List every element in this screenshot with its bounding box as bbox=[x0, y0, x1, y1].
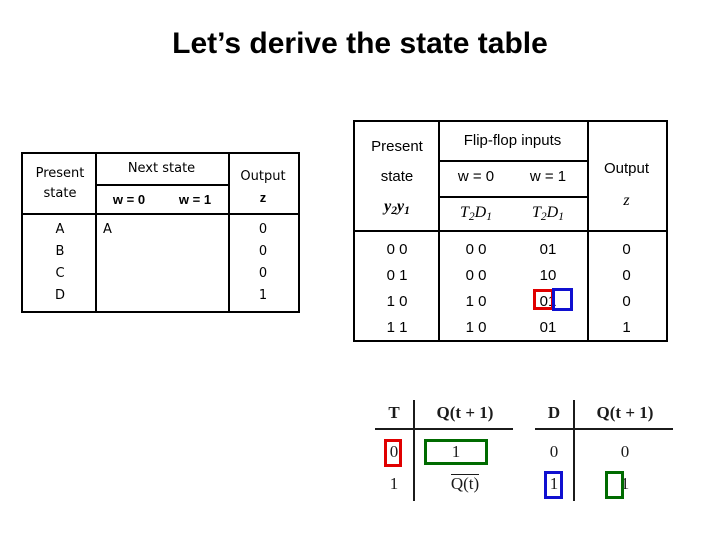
right-row-1-ff-w0: 0 0 bbox=[465, 267, 487, 284]
d-table-column-divider bbox=[573, 400, 575, 501]
t-table-header-next: Q(t + 1) bbox=[436, 403, 494, 422]
left-header-present-state-line2: state bbox=[43, 186, 77, 201]
highlight-green-D-next bbox=[605, 471, 624, 499]
t-table-header-rule bbox=[375, 428, 513, 430]
right-header-flipflop-inputs: Flip-flop inputs bbox=[463, 132, 562, 149]
state-table-encoded: Present state y2y1 Flip-flop inputs w = … bbox=[353, 120, 668, 342]
ff-w0-T-letter: T bbox=[460, 204, 469, 221]
left-header-w0: w = 0 bbox=[112, 192, 146, 207]
t-table-row-1-input: 1 bbox=[389, 474, 399, 493]
right-row-1-present-state: 0 1 bbox=[386, 267, 408, 284]
highlight-green-T-next: 1 bbox=[424, 439, 488, 465]
state-table-symbolic: Present state Next state w = 0 w = 1 Out… bbox=[21, 152, 300, 313]
right-row-0-output: 0 bbox=[622, 241, 631, 258]
d-flipflop-excitation-table: D Q(t + 1) 0 0 1 1 bbox=[535, 398, 675, 503]
right-header-ff-w1-vars: T2D1 bbox=[513, 204, 583, 226]
t-table-row-0-next-overlay-value: 1 bbox=[451, 442, 461, 461]
t-table-header-input: T bbox=[388, 403, 400, 422]
highlight-red-T-zero bbox=[384, 439, 402, 467]
left-table-header-rule bbox=[23, 213, 298, 215]
present-var-y2-sub: 2 bbox=[391, 204, 397, 217]
t-table-row-1-next-complement: Q(t) bbox=[450, 474, 480, 493]
left-row-2-present-state: C bbox=[55, 266, 65, 281]
right-table-header-rule bbox=[355, 230, 666, 232]
left-row-1-present-state: B bbox=[55, 244, 65, 259]
right-row-3-output: 1 bbox=[622, 319, 631, 336]
d-table-row-0-next: 0 bbox=[620, 442, 630, 461]
left-row-0-next-w0: A bbox=[103, 222, 112, 237]
right-row-0-present-state: 0 0 bbox=[386, 241, 408, 258]
right-header-w0: w = 0 bbox=[457, 168, 495, 185]
left-table-column-divider-1 bbox=[95, 154, 97, 311]
ff-w1-T-letter: T bbox=[532, 204, 541, 221]
left-row-3-present-state: D bbox=[54, 288, 65, 303]
right-header-present-line1: Present bbox=[371, 138, 423, 155]
right-row-3-ff-w0: 1 0 bbox=[465, 319, 487, 336]
highlight-blue-D1-bit bbox=[552, 288, 573, 311]
left-row-0-present-state: A bbox=[55, 222, 65, 237]
right-row-2-output: 0 bbox=[622, 293, 631, 310]
d-table-row-0-input: 0 bbox=[549, 442, 559, 461]
right-row-3-present-state: 1 1 bbox=[386, 319, 408, 336]
right-row-0-ff-w1: 01 bbox=[539, 241, 557, 258]
d-table-header-input: D bbox=[547, 403, 561, 422]
d-table-row-1-input: 1 bbox=[549, 474, 559, 493]
left-header-next-state: Next state bbox=[127, 161, 196, 176]
ff-w0-D-letter: D bbox=[474, 204, 487, 221]
right-row-2-ff-w0: 1 0 bbox=[465, 293, 487, 310]
right-header-w1: w = 1 bbox=[529, 168, 567, 185]
t-flipflop-excitation-table: T Q(t + 1) 0 Q(t) 1 Q(t) 1 bbox=[375, 398, 515, 503]
left-table-column-divider-2 bbox=[228, 154, 230, 311]
present-var-y2-letter: y bbox=[384, 198, 392, 215]
left-row-2-output: 0 bbox=[258, 266, 268, 281]
d-table-row-1-next: 1 bbox=[620, 474, 630, 493]
right-table-ff-subrule-2 bbox=[438, 196, 587, 198]
left-row-1-output: 0 bbox=[258, 244, 268, 259]
right-row-0-ff-w0: 0 0 bbox=[465, 241, 487, 258]
right-row-3-ff-w1: 01 bbox=[539, 319, 557, 336]
left-row-3-output: 1 bbox=[258, 288, 268, 303]
ff-w1-T-sub: 2 bbox=[540, 210, 547, 223]
left-header-present-state-line1: Present bbox=[35, 166, 85, 181]
right-row-2-present-state: 1 0 bbox=[386, 293, 408, 310]
t-table-column-divider bbox=[413, 400, 415, 501]
ff-w0-T-sub: 2 bbox=[468, 210, 475, 223]
left-table-nextstate-subrule bbox=[95, 184, 228, 186]
right-header-present-state-vars: y2y1 bbox=[357, 198, 437, 220]
ff-w1-D-letter: D bbox=[546, 204, 559, 221]
right-table-ff-subrule-1 bbox=[438, 160, 587, 162]
right-row-1-ff-w1: 10 bbox=[539, 267, 557, 284]
page-title: Let’s derive the state table bbox=[172, 27, 548, 60]
right-header-output: Output bbox=[603, 160, 650, 177]
left-header-output: Output bbox=[240, 169, 286, 184]
highlight-red-T2-bit bbox=[533, 289, 554, 310]
right-row-1-output: 0 bbox=[622, 267, 631, 284]
left-header-w1: w = 1 bbox=[178, 192, 212, 207]
right-header-ff-w0-vars: T2D1 bbox=[441, 204, 511, 226]
present-var-y1-letter: y bbox=[397, 198, 405, 215]
ff-w0-D-sub: 1 bbox=[486, 210, 492, 223]
d-table-header-rule bbox=[535, 428, 673, 430]
left-row-0-output: 0 bbox=[258, 222, 268, 237]
right-header-present-line2: state bbox=[380, 168, 414, 185]
t-table-row-0-input: 0 bbox=[389, 442, 399, 461]
ff-w1-D-sub: 1 bbox=[558, 210, 564, 223]
right-header-output-var: z bbox=[623, 192, 630, 209]
highlight-blue-D-one bbox=[544, 471, 563, 499]
d-table-header-next: Q(t + 1) bbox=[596, 403, 654, 422]
present-var-y1-sub: 1 bbox=[404, 204, 410, 217]
left-header-output-var: z bbox=[259, 190, 267, 205]
t-table-row-1-next: Q(t) bbox=[417, 474, 513, 494]
